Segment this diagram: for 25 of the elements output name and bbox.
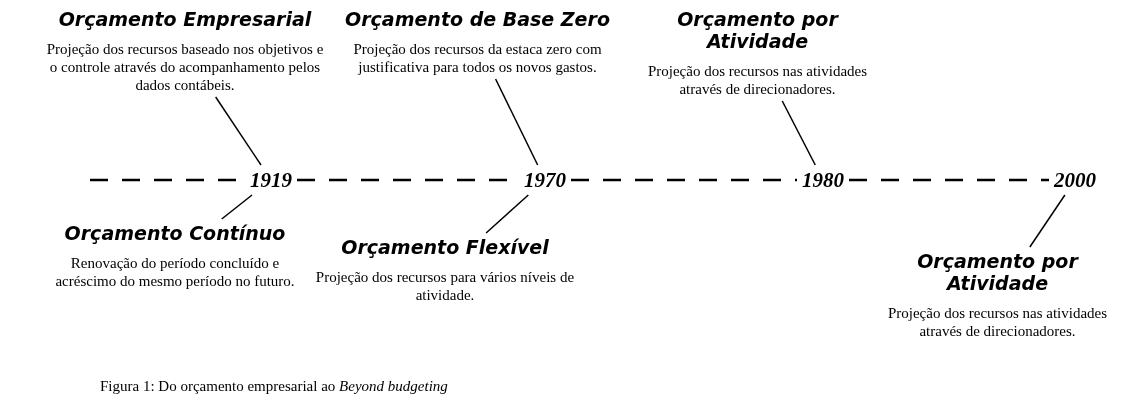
concept-heading: Orçamento de Base Zero — [345, 8, 610, 30]
year-label: 1970 — [522, 168, 568, 192]
year-label: 1919 — [248, 168, 294, 192]
concept-description: Renovação do período concluído e acréscimo do mesmo período no futuro. — [55, 254, 295, 290]
leader-line — [1029, 194, 1066, 248]
leader-line — [494, 78, 539, 166]
concept-description: Projeção dos recursos da estaca zero com justificativa para todos os novos gastos. — [352, 40, 603, 76]
concept-description: Projeção dos recursos nas atividades através de direcionadores. — [886, 304, 1109, 340]
leader-line — [221, 194, 253, 220]
leader-line — [781, 100, 816, 166]
year-label: 1980 — [800, 168, 846, 192]
concept-description: Projeção dos recursos baseado nos objetivos e o controle através do acompanhamento pelos dados contábeis. — [45, 40, 325, 94]
concept-heading: Orçamento por Atividade — [916, 250, 1080, 294]
concept-heading: Orçamento Contínuo — [63, 222, 287, 244]
concept-heading: Orçamento Flexível — [340, 236, 550, 258]
timeline-segment — [571, 178, 797, 182]
figure-caption: Figura 1: Do orçamento empresarial ao Beyond budgeting — [100, 378, 448, 395]
leader-line — [485, 194, 530, 234]
leader-line — [214, 96, 262, 166]
concept-heading: Orçamento Empresarial — [57, 8, 313, 30]
year-label: 2000 — [1052, 168, 1098, 192]
concept-description: Projeção dos recursos nas atividades através de direcionadores. — [646, 62, 869, 98]
concept-heading: Orçamento por Atividade — [676, 8, 840, 52]
timeline-segment — [849, 178, 1049, 182]
concept-description: Projeção dos recursos para vários níveis de atividade. — [314, 268, 576, 304]
